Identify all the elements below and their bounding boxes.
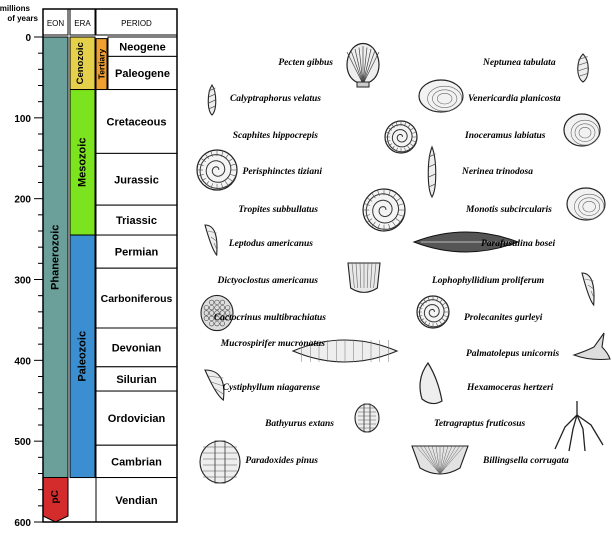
period-cell: [95, 204, 178, 236]
period-label: Vendian: [115, 495, 157, 507]
fossil-name-label: Cactocrinus multibrachiatus: [214, 313, 326, 323]
axis-tick-label: 300: [14, 276, 31, 287]
venericardia-icon: [418, 79, 464, 113]
eon-label: pC: [50, 490, 61, 503]
table-header: EON ERA PERIOD: [42, 8, 178, 36]
fossil-name-label: Palmatolepus unicornis: [466, 349, 559, 359]
fossil-name-label: Tropites subbullatus: [238, 205, 318, 215]
eon-header: EON: [47, 19, 65, 28]
axis-label-line1: millions: [0, 4, 31, 13]
period-label: Paleogene: [115, 68, 170, 80]
period-label: Neogene: [119, 42, 165, 54]
graptolite-icon: [554, 401, 604, 452]
fossil-illustrations: [196, 42, 611, 484]
monotis-icon: [566, 187, 606, 221]
fossil-name-label: Dictyoclostus americanus: [216, 276, 318, 286]
fossil-name-label: Perisphinctes tiziani: [243, 167, 323, 177]
era-block: [69, 36, 96, 91]
period-label: Triassic: [116, 215, 157, 227]
period-label: Carboniferous: [101, 293, 173, 305]
era-label: Mesozoic: [77, 138, 89, 188]
era-header-cell: [69, 8, 96, 36]
fossil-name-label: Leptodus americanus: [228, 239, 313, 249]
era-label: Cenozoic: [75, 42, 86, 84]
dictyoclostus-icon: [347, 262, 381, 293]
prolecanites-icon: [416, 295, 450, 329]
fossil-name-label: Inoceramus labiatus: [464, 131, 546, 141]
spirifer-brachiopod-icon: [291, 339, 399, 363]
period-column: NeogenePaleogeneCretaceousJurassicTriass…: [95, 36, 178, 523]
calyptraphorus-icon: [207, 84, 217, 116]
period-cell: [95, 444, 178, 479]
period-label: Ordovician: [108, 413, 166, 425]
cystiphyllum-icon: [204, 369, 225, 401]
perisphinctes-icon: [196, 149, 238, 191]
era-block: [69, 234, 96, 479]
neptunea-icon: [577, 53, 589, 83]
axis-tick-label: 0: [25, 33, 31, 44]
fossil-name-label: Paradoxides pinus: [245, 456, 318, 466]
period-label: Cambrian: [111, 456, 162, 468]
subera-label: Tertiary: [97, 49, 107, 80]
fossil-name-label: Billingsella corrugata: [482, 456, 569, 466]
fossil-name-label: Prolecanites gurleyi: [464, 313, 543, 323]
fossil-name-label: Monotis subcircularis: [465, 205, 552, 215]
scaphites-icon: [384, 120, 418, 154]
fossil-name-label: Venericardia planicosta: [468, 94, 561, 104]
fossil-name-label: Calyptraphorus velatus: [230, 94, 321, 104]
axis-label-line2: of years: [7, 14, 38, 23]
axis-tick-label: 100: [14, 114, 31, 125]
fossil-name-label: Mucrospirifer mucronatus: [220, 339, 326, 349]
period-label: Silurian: [116, 374, 157, 386]
leptodus-icon: [204, 224, 218, 257]
fossil-name-label: Pecten gibbus: [278, 58, 333, 68]
period-cell: [95, 366, 178, 392]
fossil-name-label: Nerinea trinodosa: [461, 167, 533, 177]
eon-label: Phanerozoic: [50, 225, 62, 290]
nautiloid-icon: [419, 361, 443, 405]
eon-column: Phanerozoic pC: [42, 36, 69, 523]
parafusulina-icon: [412, 231, 520, 253]
tropites-icon: [362, 188, 406, 232]
scallop-shell-icon: [346, 42, 380, 88]
fossil-name-label: Cystiphyllum niagarense: [223, 383, 321, 393]
fossil-name-label: Lophophyllidium proliferum: [431, 276, 544, 286]
bathyurus-icon: [354, 403, 380, 433]
eon-block-phanerozoic: [42, 36, 69, 479]
period-cell: [95, 152, 178, 206]
fossil-name-label: Scaphites hippocrepis: [233, 131, 319, 141]
axis-tick-label: 500: [14, 437, 31, 448]
fossil-name-label: Bathyurus extans: [264, 419, 334, 429]
fossil-name-label: Hexamoceras hertzeri: [466, 383, 554, 393]
crinoid-icon: [200, 294, 234, 332]
period-label: Cretaceous: [107, 116, 167, 128]
fossil-name-label: Neptunea tabulata: [482, 58, 556, 68]
lophophyllidium-icon: [581, 272, 595, 307]
period-cell: [95, 89, 178, 154]
period-label: Devonian: [112, 342, 162, 354]
inoceramus-icon: [563, 113, 601, 147]
era-label: Paleozoic: [77, 331, 89, 382]
fossil-name-label: Parafusulina bosei: [481, 239, 556, 249]
period-header: PERIOD: [121, 19, 152, 28]
paradoxides-icon: [199, 440, 241, 484]
conodont-icon: [572, 332, 611, 361]
billingsella-icon: [411, 445, 469, 475]
axis-tick-label: 600: [14, 518, 31, 529]
axis-tick-label: 400: [14, 356, 31, 367]
period-label: Permian: [115, 247, 159, 259]
nerinea-icon: [427, 145, 437, 199]
table-frame: [42, 8, 178, 523]
period-cell: [95, 267, 178, 329]
fossil-name-label: Tetragraptus fruticosus: [434, 419, 526, 429]
axis-tick-label: 200: [14, 195, 31, 206]
era-header: ERA: [74, 19, 91, 28]
period-label: Jurassic: [114, 174, 159, 186]
